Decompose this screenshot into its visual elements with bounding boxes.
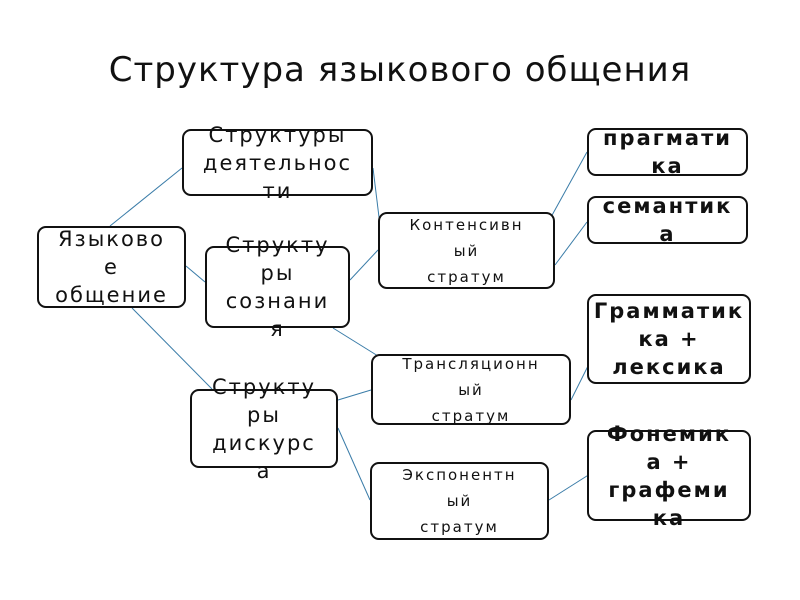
node-label: прагмати ка	[603, 126, 732, 178]
link-exponential-phonemics	[548, 473, 591, 501]
link-discourse-translational	[337, 389, 372, 401]
node-label: Фонемик а + графеми ка	[606, 421, 732, 530]
node-label: Языково е общение	[55, 227, 168, 307]
node-label: Структуры деятельнос ти	[202, 122, 353, 203]
link-consciousness-contensive	[349, 249, 379, 281]
node-pragmatics: прагмати ка	[587, 126, 748, 178]
link-lang-consciousness	[185, 265, 206, 283]
node-exponential-stratum: Экспонентн ый стратум	[370, 462, 549, 540]
node-translational-stratum: Трансляционн ый стратум	[371, 354, 571, 425]
node-label: Контенсивн ый стратум	[409, 215, 524, 286]
node-label: Экспонентн ый стратум	[402, 466, 517, 536]
node-label: Грамматик ка + лексика	[593, 299, 745, 379]
node-discourse-structures: Структу ры дискурс а	[190, 375, 338, 483]
link-contensive-semantics	[554, 221, 588, 266]
node-label: Трансляционн ый стратум	[402, 354, 540, 425]
node-contensive-stratum: Контенсивн ый стратум	[378, 212, 555, 289]
node-label: Структу ры сознани я	[225, 233, 330, 341]
node-grammar-lexicon: Грамматик ка + лексика	[587, 294, 751, 384]
node-language-communication: Языково е общение	[37, 226, 186, 308]
link-lang-activity	[109, 167, 183, 227]
node-consciousness-structures: Структу ры сознани я	[205, 233, 350, 341]
node-activity-structures: Структуры деятельнос ти	[182, 123, 373, 203]
node-phonemics-graphemics: Фонемик а + графеми ка	[587, 422, 751, 530]
link-translational-grammar	[570, 361, 591, 401]
link-lang-discourse	[131, 307, 213, 390]
diagram-title: Структура языкового общения	[108, 50, 692, 90]
node-label: семантик а	[602, 194, 733, 246]
node-label: Структу ры дискурс а	[212, 374, 316, 483]
link-discourse-exponential	[337, 427, 371, 501]
link-consciousness-translational	[332, 327, 379, 357]
node-semantics: семантик а	[587, 194, 748, 246]
